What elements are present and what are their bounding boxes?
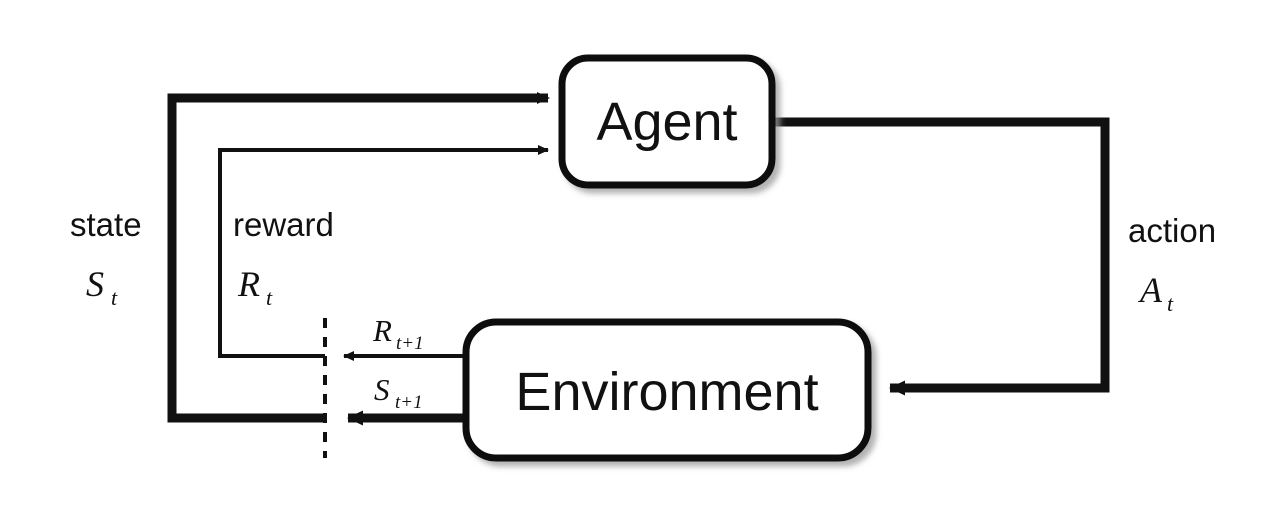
action-edge <box>772 117 1110 396</box>
reward-symbol: R <box>237 264 260 304</box>
agent-label: Agent <box>596 92 737 152</box>
state-label-group: state S t <box>70 206 142 310</box>
state-label: state <box>70 206 142 243</box>
reward-next-subscript: t+1 <box>396 333 424 354</box>
reward-symbol-subscript: t <box>266 285 273 310</box>
action-label: action <box>1128 212 1216 249</box>
state-next-subscript: t+1 <box>395 392 423 413</box>
action-label-group: action A t <box>1128 212 1216 316</box>
reward-edge <box>218 145 549 358</box>
reward-next-label-group: R t+1 <box>372 313 424 354</box>
action-symbol-subscript: t <box>1167 291 1174 316</box>
agent-node[interactable]: Agent <box>558 54 776 189</box>
action-symbol: A <box>1138 270 1163 310</box>
reward-next-symbol: R <box>372 313 392 348</box>
environment-box[interactable] <box>462 318 872 462</box>
state-edge <box>167 92 550 423</box>
state-next-symbol: S <box>374 372 390 407</box>
reward-label-group: reward R t <box>233 206 334 310</box>
reward-label: reward <box>233 206 334 243</box>
agent-box[interactable] <box>558 54 776 189</box>
environment-label: Environment <box>515 362 818 422</box>
environment-node[interactable]: Environment <box>462 318 872 462</box>
state-next-label-group: S t+1 <box>374 372 423 413</box>
state-symbol: S <box>86 264 104 304</box>
state-symbol-subscript: t <box>111 285 118 310</box>
